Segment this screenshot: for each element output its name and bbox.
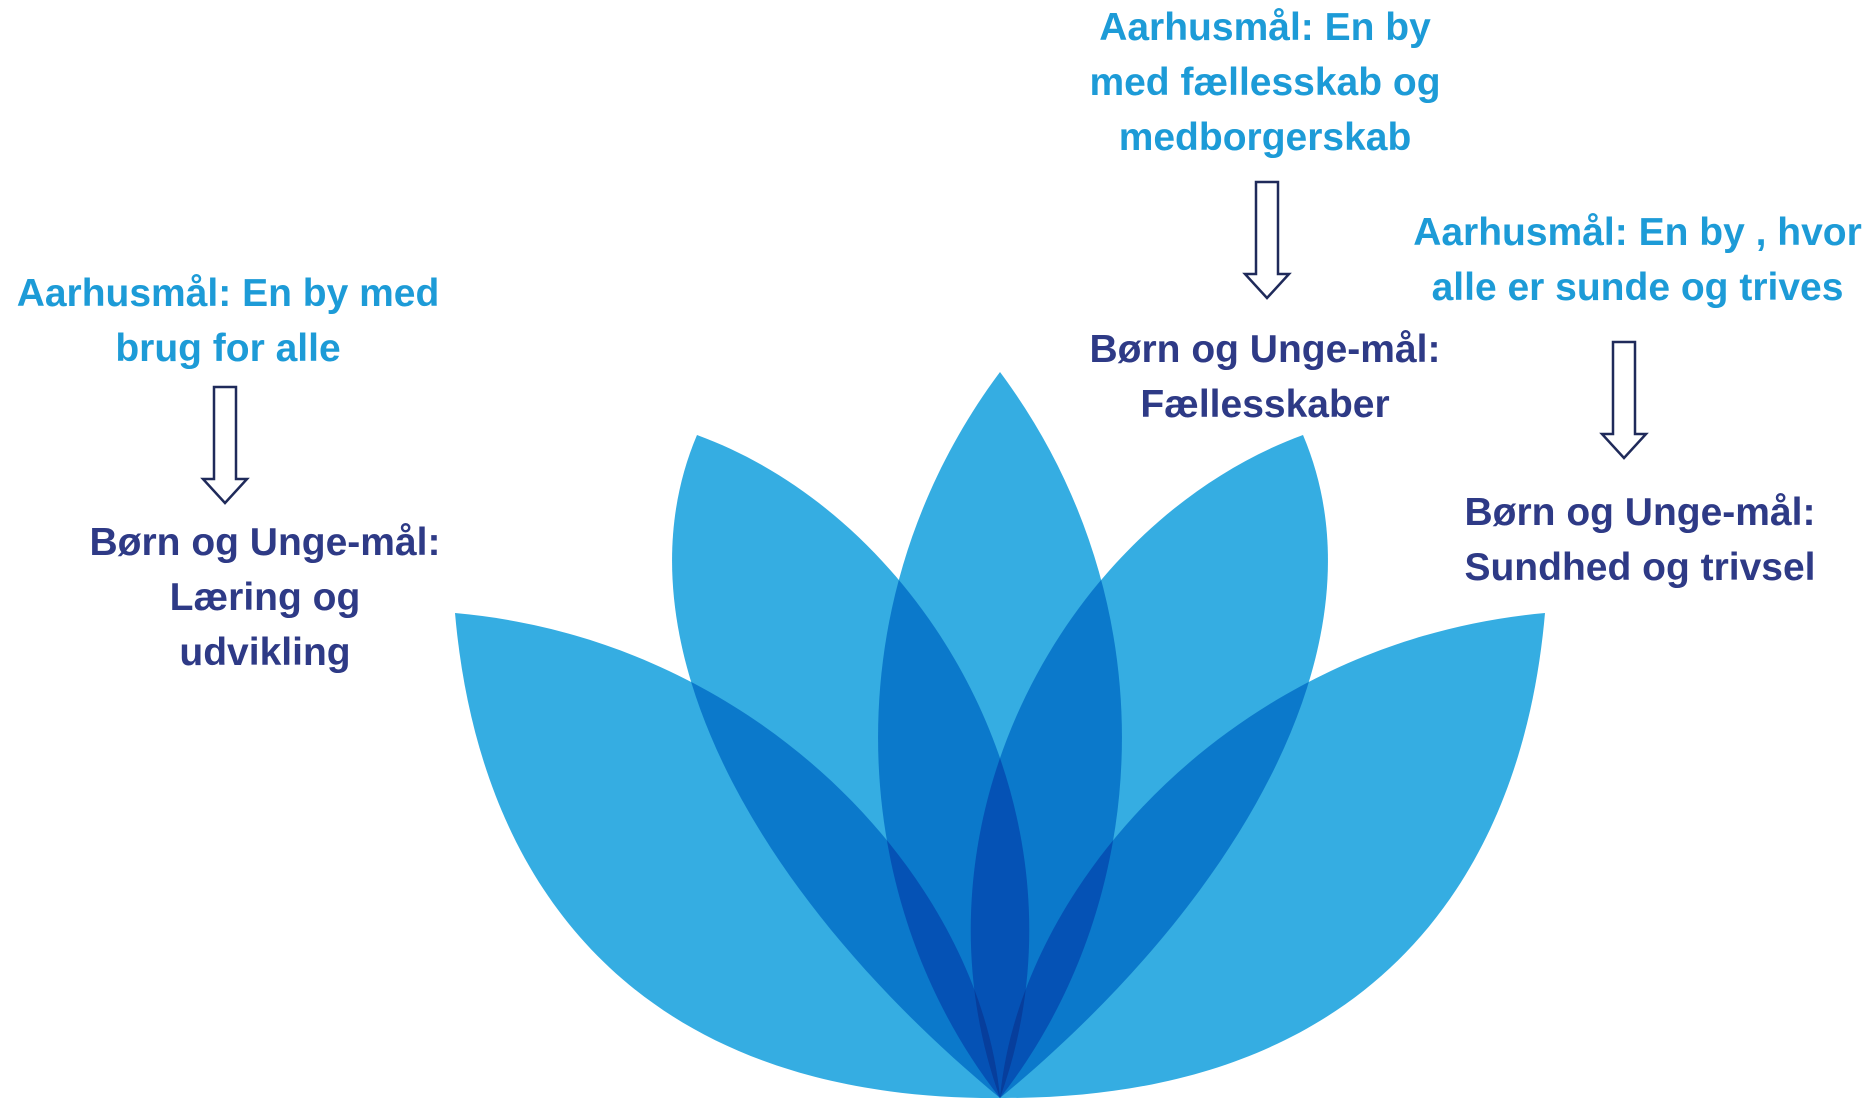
city-goal-sunde-og-trives: Aarhusmål: En by , hvor alle er sunde og… — [1413, 211, 1862, 309]
city-goal-brug-for-alle: Aarhusmål: En by med brug for alle — [16, 272, 440, 370]
down-arrow-icon — [1242, 180, 1292, 300]
child-goal-sundhed-og-trivsel: Børn og Unge-mål: Sundhed og trivsel — [1464, 491, 1816, 589]
city-goal-faellesskab: Aarhusmål: En by med fællesskab og medbo… — [1089, 6, 1441, 159]
child-goal-faellesskaber: Børn og Unge-mål: Fællesskaber — [1089, 328, 1441, 426]
down-arrow-icon — [1599, 340, 1649, 460]
down-arrow-icon — [200, 385, 250, 505]
child-goal-laering-og-udvikling: Børn og Unge-mål: Læring og udvikling — [89, 521, 441, 674]
